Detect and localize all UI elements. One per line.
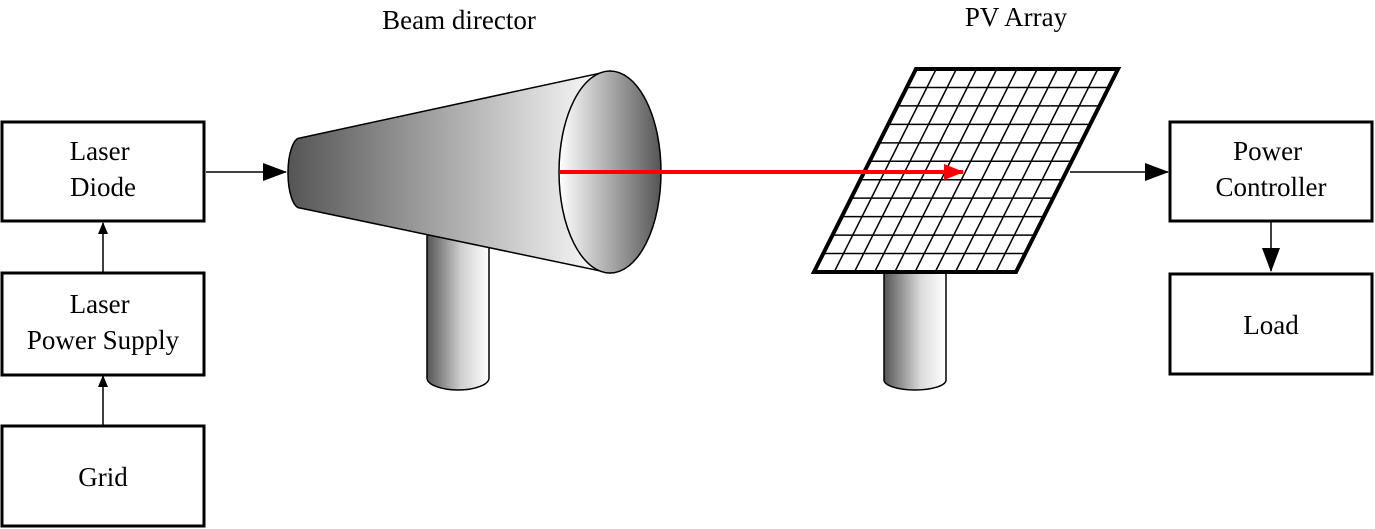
grid-label: Grid — [78, 462, 128, 492]
beam-director-post — [426, 199, 490, 391]
beam-director-title: Beam director — [382, 5, 536, 35]
pv-panel-frame — [810, 67, 1122, 274]
pv-cell-line — [995, 68, 1099, 273]
power-controller-label: Power Controller — [1216, 136, 1327, 202]
pv-array-post — [883, 271, 947, 391]
load-box — [1168, 272, 1374, 376]
laser-power-supply-box — [0, 271, 206, 377]
beam-director — [287, 70, 662, 391]
laser-diode-box — [0, 120, 206, 223]
laser-power-supply-label: Laser Power Supply — [27, 289, 180, 355]
load-label: Load — [1243, 310, 1299, 340]
pv-cell-line — [934, 68, 1038, 273]
pv-array-title: PV Array — [965, 2, 1068, 32]
pv-cell-line — [914, 68, 1018, 273]
power-controller-box — [1168, 120, 1374, 223]
laser-diode-label: Laser Diode — [70, 136, 137, 202]
pv-panel — [810, 67, 1122, 274]
beam-director-cone — [287, 70, 611, 274]
pv-cell-line — [954, 68, 1059, 273]
pv-cell-line — [974, 68, 1079, 273]
